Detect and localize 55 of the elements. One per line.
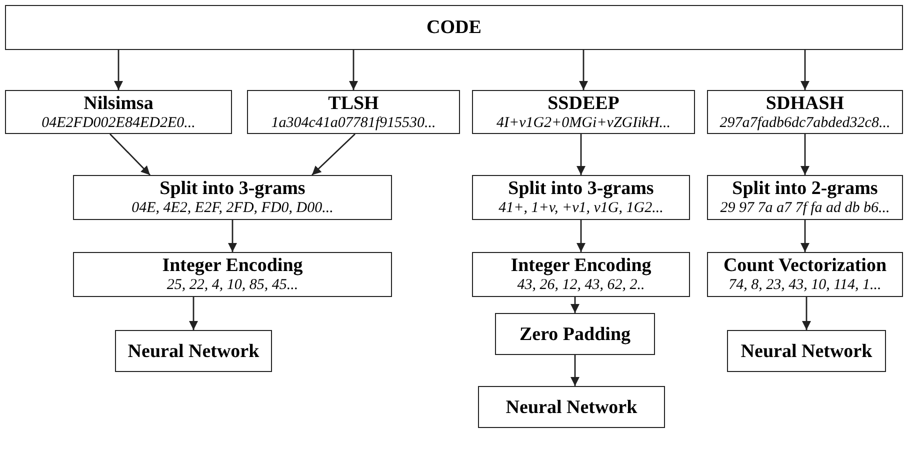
node-title: TLSH: [328, 92, 379, 114]
arrow: [349, 50, 358, 90]
node-title: Neural Network: [506, 396, 638, 418]
hash-value: 04E2FD002E84ED2E0...: [42, 114, 196, 132]
process-box: [73, 175, 392, 220]
node-title: SSDEEP: [548, 92, 620, 114]
process-box: [472, 175, 690, 220]
process-box: [115, 330, 272, 372]
process-box: [707, 175, 903, 220]
node-title: Split into 2-grams: [732, 178, 878, 199]
arrow: [110, 134, 150, 176]
process-box: [707, 90, 903, 134]
arrow: [570, 297, 580, 313]
hash-value: 297a7fadb6dc7abded32c8...: [720, 114, 890, 132]
arrow: [228, 220, 237, 252]
hash-value: 41+, 1+v, +v1, v1G, 1G2...: [498, 199, 664, 217]
hash-value: 4I+v1G2+0MGi+vZGIikH...: [496, 114, 671, 132]
arrow: [576, 220, 586, 252]
node-title: Nilsimsa: [84, 92, 154, 114]
hash-value: 04E, 4E2, E2F, 2FD, FD0, D00...: [132, 199, 334, 217]
process-box: [5, 90, 232, 134]
process-box: [472, 90, 695, 134]
process-box: [247, 90, 460, 134]
arrow: [576, 134, 586, 175]
node-title: Neural Network: [128, 340, 260, 362]
hash-value: 43, 26, 12, 43, 62, 2..: [517, 276, 645, 294]
arrow: [800, 50, 810, 90]
arrow: [114, 50, 123, 90]
hash-value: 1a304c41a07781f915530...: [271, 114, 436, 132]
hash-value: 74, 8, 23, 43, 10, 114, 1...: [728, 276, 882, 294]
arrow: [579, 50, 588, 90]
node-title: Split into 3-grams: [160, 178, 306, 199]
node-title: SDHASH: [766, 92, 844, 114]
process-box: [472, 252, 690, 297]
node-title: Integer Encoding: [162, 255, 303, 276]
node-title: CODE: [426, 17, 482, 38]
arrow: [312, 134, 356, 176]
arrow: [800, 134, 810, 175]
process-box: [707, 252, 903, 297]
arrow: [189, 297, 198, 330]
title-box: [5, 5, 903, 50]
node-title: Split into 3-grams: [508, 178, 654, 199]
node-title: Neural Network: [740, 340, 872, 362]
process-box: [495, 313, 655, 355]
arrow: [802, 297, 811, 330]
arrow: [800, 220, 810, 252]
process-box: [727, 330, 886, 372]
node-title: Zero Padding: [519, 324, 631, 344]
hash-value: 25, 22, 4, 10, 85, 45...: [166, 276, 298, 294]
node-title: Count Vectorization: [723, 255, 887, 276]
hash-value: 29 97 7a a7 7f fa ad db b6...: [720, 199, 890, 217]
process-box: [478, 386, 665, 428]
node-title: Integer Encoding: [510, 255, 652, 276]
arrow: [570, 355, 580, 386]
process-box: [73, 252, 392, 297]
